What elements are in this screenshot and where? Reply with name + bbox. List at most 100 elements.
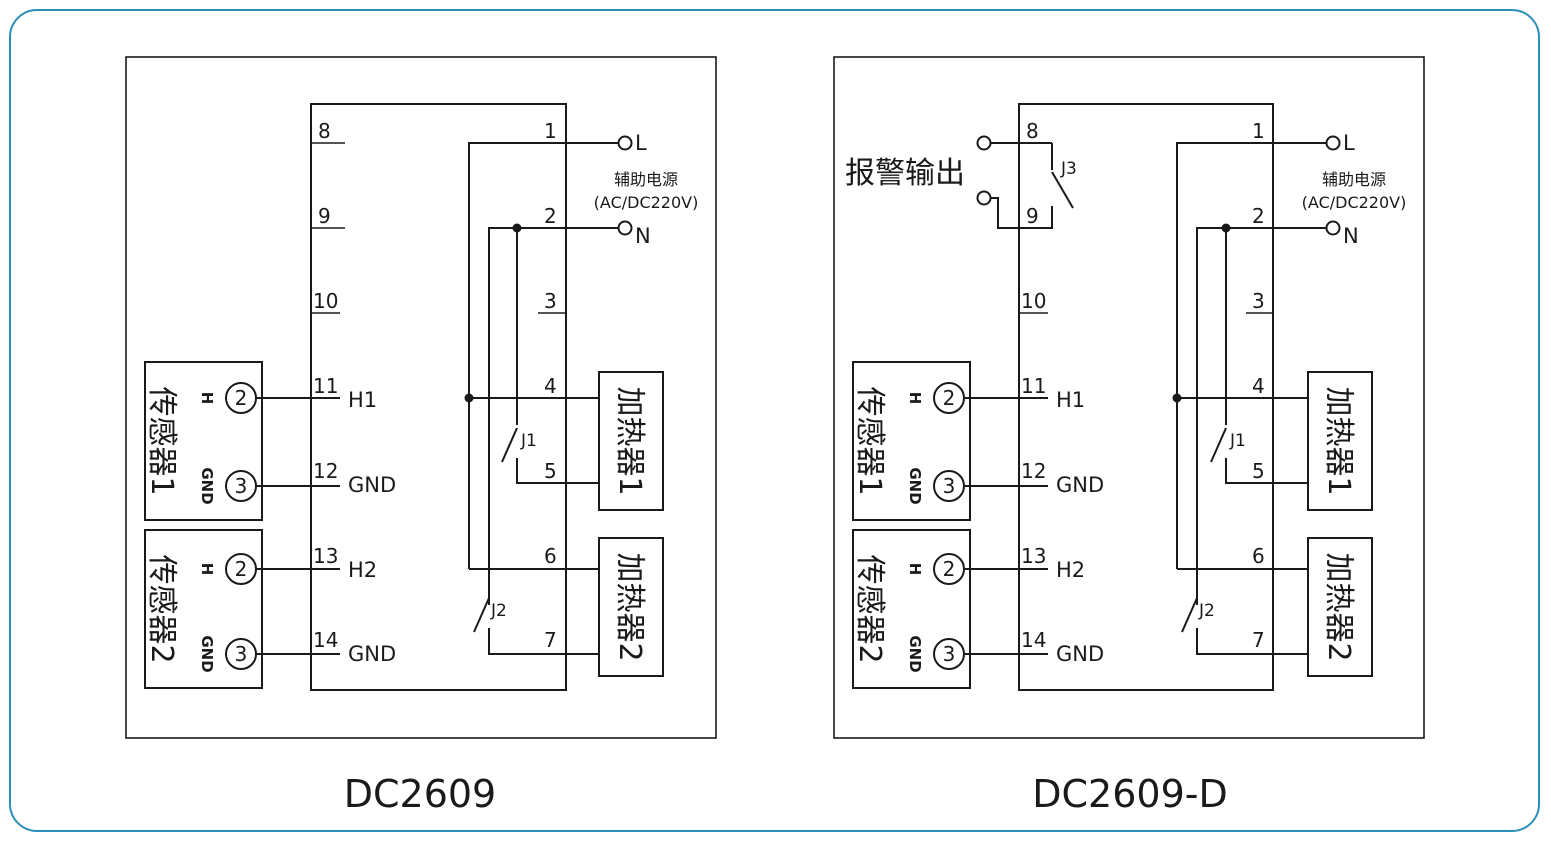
- sensor2-box: [852, 529, 971, 689]
- diagram-dc2609: 8 9 10 11 12 13 14 H1 GND H2 GND 传感器1 H …: [125, 56, 717, 816]
- terminal-4: 4: [544, 374, 557, 398]
- wire-l-bus: [468, 142, 618, 569]
- label-h2: H2: [1056, 558, 1085, 582]
- label-l: L: [1343, 131, 1355, 155]
- label-gnd2: GND: [348, 642, 396, 666]
- sensor2-pin-gnd-label: 3: [235, 642, 248, 666]
- heater1-box: [1307, 371, 1373, 511]
- terminal-l-circle: [617, 135, 633, 151]
- terminal-l-circle: [1325, 135, 1341, 151]
- relay-j2-switch: [473, 597, 490, 633]
- terminal-1: 1: [544, 119, 557, 143]
- diagram-dc2609-d: 报警输出 J3 8 9 10 11 12 13 14 H1 GND H2 GND…: [833, 56, 1425, 816]
- terminal-11: 11: [313, 374, 338, 398]
- terminal-2: 2: [544, 204, 557, 228]
- relay-j1-label: J1: [520, 431, 537, 451]
- wire-terminal-9: [991, 197, 1053, 229]
- wire-terminal-7: [488, 628, 599, 655]
- label-gnd1: GND: [1056, 473, 1104, 497]
- sensor1-box: [144, 361, 263, 521]
- relay-j1-switch: [501, 427, 518, 463]
- heater2-name: 加热器2: [612, 552, 647, 661]
- label-n: N: [635, 224, 651, 248]
- label-h1: H1: [1056, 388, 1085, 412]
- terminal-13: 13: [313, 544, 338, 568]
- sensor1-gnd: GND: [906, 467, 924, 504]
- relay-j2-label: J2: [490, 601, 507, 621]
- terminal-14: 14: [313, 628, 338, 652]
- terminal-n-circle: [1325, 220, 1341, 236]
- terminal-12: 12: [1021, 459, 1046, 483]
- relay-j1-label: J1: [1229, 431, 1246, 451]
- junction-dot: [464, 393, 474, 403]
- terminal-10: 10: [1021, 289, 1046, 313]
- terminal-12: 12: [313, 459, 338, 483]
- terminal-4: 4: [1252, 374, 1265, 398]
- terminal-14: 14: [1021, 628, 1046, 652]
- sensor1-pin-gnd-label: 3: [943, 474, 956, 498]
- sensor2-box: [144, 529, 263, 689]
- terminal-9: 9: [1026, 204, 1039, 228]
- heater1-name: 加热器1: [1321, 386, 1356, 495]
- sensor1-h: H: [906, 392, 924, 405]
- junction-dot: [1172, 393, 1182, 403]
- heater2-name: 加热器2: [1321, 552, 1356, 661]
- heater2-box: [598, 537, 664, 677]
- sensor2-gnd: GND: [906, 635, 924, 672]
- power-spec: (AC/DC220V): [594, 193, 699, 212]
- heater2-box: [1307, 537, 1373, 677]
- diagram-border: [833, 56, 1425, 739]
- outer-frame: [9, 9, 1540, 832]
- wire-n-bus: [488, 227, 618, 605]
- wire-terminal-7: [1196, 628, 1308, 655]
- sensor1-h: H: [198, 392, 216, 405]
- terminal-5: 5: [1252, 459, 1265, 483]
- power-spec: (AC/DC220V): [1302, 193, 1407, 212]
- relay-j3-label: J3: [1060, 159, 1077, 179]
- diagram-border: [125, 56, 717, 739]
- label-gnd2: GND: [1056, 642, 1104, 666]
- sensor2-name: 传感器2: [144, 554, 179, 663]
- sensor2-gnd: GND: [198, 635, 216, 672]
- sensor2-pin-h-label: 2: [235, 557, 248, 581]
- power-name: 辅助电源: [614, 170, 678, 189]
- wire-terminal-5: [1225, 458, 1308, 484]
- alarm-output-label: 报警输出: [845, 156, 965, 191]
- label-h1: H1: [348, 388, 377, 412]
- diagram-title: DC2609-D: [1032, 772, 1227, 816]
- relay-j3-switch: [1051, 171, 1074, 209]
- sensor2-pin-h-label: 2: [943, 557, 956, 581]
- label-n: N: [1343, 224, 1359, 248]
- power-name: 辅助电源: [1322, 170, 1386, 189]
- terminal-5: 5: [544, 459, 557, 483]
- sensor1-pin-h-label: 2: [235, 386, 248, 410]
- terminal-n-circle: [617, 220, 633, 236]
- terminal-7: 7: [544, 628, 557, 652]
- sensor1-pin-gnd-label: 3: [235, 474, 248, 498]
- sensor2-h: H: [198, 563, 216, 576]
- sensor1-name: 传感器1: [144, 386, 179, 495]
- relay-j2-switch: [1181, 597, 1198, 633]
- sensor1-gnd: GND: [198, 467, 216, 504]
- label-gnd1: GND: [348, 473, 396, 497]
- sensor1-pin-h-label: 2: [943, 386, 956, 410]
- terminal-8: 8: [318, 119, 331, 143]
- terminal-9: 9: [318, 204, 331, 228]
- terminal-3: 3: [1252, 289, 1265, 313]
- terminal-11: 11: [1021, 374, 1046, 398]
- terminal-13: 13: [1021, 544, 1046, 568]
- terminal-7: 7: [1252, 628, 1265, 652]
- sensor1-name: 传感器1: [852, 386, 887, 495]
- sensor2-h: H: [906, 563, 924, 576]
- sensor1-box: [852, 361, 971, 521]
- terminal-8: 8: [1026, 119, 1039, 143]
- wire-l-bus: [1176, 142, 1326, 569]
- alarm-terminal-bottom: [976, 190, 992, 206]
- sensor2-name: 传感器2: [852, 554, 887, 663]
- terminal-1: 1: [1252, 119, 1265, 143]
- terminal-3: 3: [544, 289, 557, 313]
- relay-j2-label: J2: [1198, 601, 1215, 621]
- terminal-10: 10: [313, 289, 338, 313]
- label-h2: H2: [348, 558, 377, 582]
